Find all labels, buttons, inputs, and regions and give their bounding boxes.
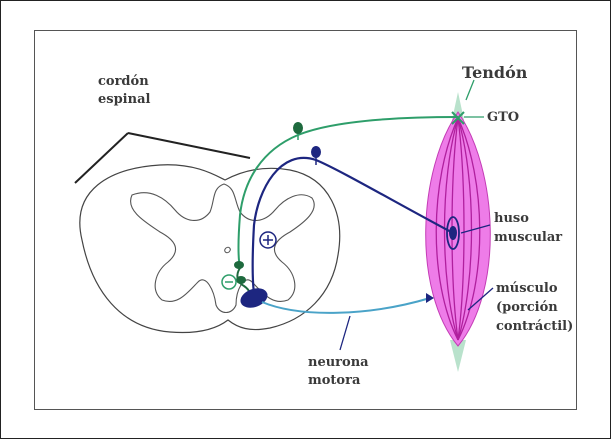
motor-neuron-pointer <box>340 316 350 350</box>
muscle-label-line3: contráctil) <box>496 319 573 334</box>
spinal-cord-label-line1: cordón <box>98 74 149 89</box>
spindle-label-line1: huso <box>494 211 529 226</box>
muscle-label-line2: (porción <box>496 300 558 315</box>
spinal-cord-label-line2: espinal <box>98 92 150 107</box>
circle-minus-icon <box>222 275 236 289</box>
spindle-label-line2: muscular <box>494 230 562 245</box>
motor-neuron-label-line1: neurona <box>308 355 369 370</box>
muscle <box>426 92 491 372</box>
gto-label: GTO <box>487 110 519 125</box>
tendon-label: Tendón <box>462 63 528 82</box>
spinal-cord-outline <box>80 165 340 333</box>
muscle-label-line1: músculo <box>496 281 558 296</box>
motor-neuron-label-line2: motora <box>308 373 361 388</box>
tendon-pointer <box>466 80 474 100</box>
spindle-afferent-cell-body <box>311 146 321 158</box>
circle-plus-icon <box>260 232 276 248</box>
gto-afferent-cell-body <box>293 122 303 134</box>
spinal-cord-section <box>80 165 340 333</box>
